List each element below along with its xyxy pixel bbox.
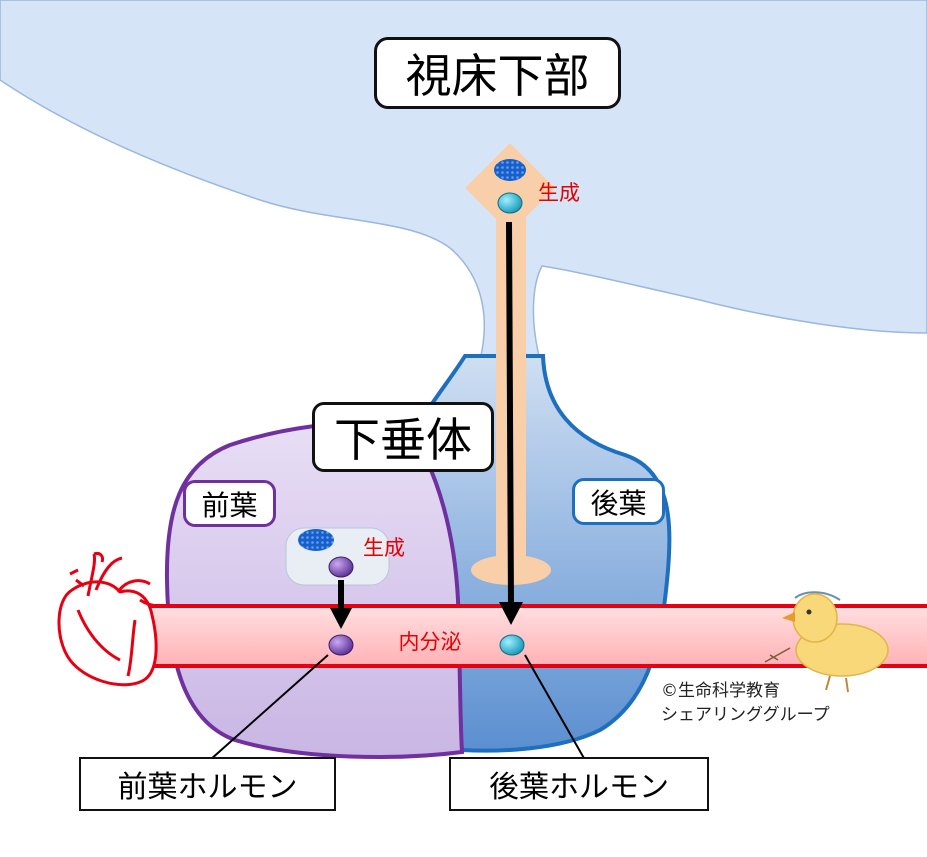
heart-icon <box>57 552 161 687</box>
anterior-hormone-dot-blood <box>328 634 354 656</box>
granule-cluster-icon <box>494 159 526 181</box>
copyright-line-2: シェアリンググループ <box>661 705 830 725</box>
anterior-hormone-leader <box>209 654 329 761</box>
posterior-transport-arrow <box>499 221 523 625</box>
pituitary-label: 下垂体 <box>312 402 494 472</box>
posterior-hormone-dot-origin <box>497 192 523 214</box>
copyright-line-1: ©生命科学教育 <box>661 681 780 701</box>
chick-icon <box>764 591 889 693</box>
hypothalamus-label: 視床下部 <box>374 37 621 109</box>
anterior-secretion-arrow <box>330 580 352 629</box>
production-label-anterior: 生成 <box>363 536 405 560</box>
posterior-hormone-label: 後葉ホルモン <box>449 757 709 811</box>
production-label-hypothalamus: 生成 <box>538 181 580 205</box>
hypothalamus-region <box>0 0 927 361</box>
anterior-lobe-label: 前葉 <box>183 480 276 527</box>
posterior-hormone-dot-blood <box>499 634 525 656</box>
anterior-hormone-label: 前葉ホルモン <box>79 757 336 811</box>
neuron-cell-body <box>465 143 555 233</box>
posterior-hormone-leader <box>524 654 586 761</box>
posterior-lobe-label: 後葉 <box>572 478 665 525</box>
secretion-label: 内分泌 <box>398 630 462 654</box>
anterior-hormone-dot-origin <box>328 556 354 578</box>
anterior-lobe-shape <box>164 420 465 759</box>
granule-cluster-icon <box>298 529 334 551</box>
